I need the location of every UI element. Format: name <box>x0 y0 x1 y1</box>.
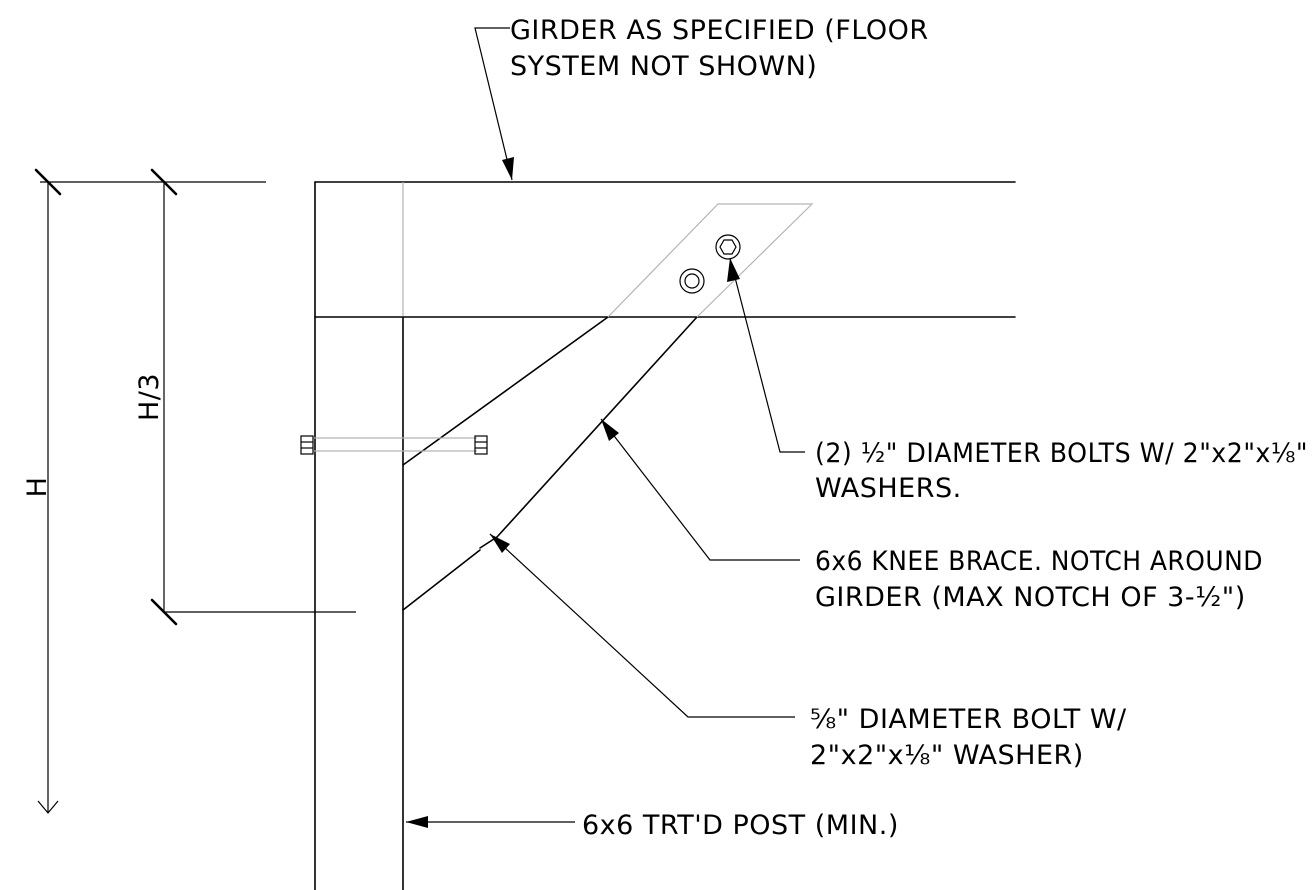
brace-upper-edge <box>402 316 609 466</box>
dimension-h: H <box>22 168 266 814</box>
bolt-circle-2 <box>679 268 705 294</box>
dim-h-tick <box>34 168 62 196</box>
brace-hidden-end <box>607 203 814 318</box>
leader-girder <box>474 27 513 181</box>
note-bolt58-line2: 2"x2"x⅛" WASHER) <box>810 740 1084 771</box>
brace-lower-edge-a <box>402 549 481 611</box>
bolt-inner-2 <box>684 273 700 289</box>
note-brace-line2: GIRDER (MAX NOTCH OF 3-½") <box>815 582 1246 613</box>
note-girder-line2: SYSTEM NOT SHOWN) <box>510 51 817 82</box>
girder <box>314 181 1016 318</box>
dimension-h-third: H/3 <box>134 168 356 626</box>
note-girder-line1: GIRDER AS SPECIFIED (FLOOR <box>510 15 929 46</box>
half-inch-bolts <box>679 234 741 294</box>
dim-h-arrow <box>37 800 59 814</box>
dim-h-label: H <box>22 477 53 498</box>
notes: GIRDER AS SPECIFIED (FLOOR SYSTEM NOT SH… <box>510 15 1308 841</box>
note-bolts-line2: WASHERS. <box>815 473 962 504</box>
leader-five-eighths-bolt <box>489 533 795 718</box>
note-post: 6x6 TRT'D POST (MIN.) <box>582 810 899 841</box>
bolt-hex-1 <box>719 239 737 255</box>
post <box>314 181 404 890</box>
leaders <box>406 27 805 828</box>
note-bolts-line1: (2) ½" DIAMETER BOLTS W/ 2"x2"x⅛" <box>815 438 1308 469</box>
note-bolt58-line1: ⅝" DIAMETER BOLT W/ <box>810 704 1127 735</box>
note-brace-line1: 6x6 KNEE BRACE. NOTCH AROUND <box>815 546 1263 577</box>
five-eighths-bolt <box>300 435 488 455</box>
dim-h3-label: H/3 <box>134 373 165 421</box>
leader-knee-brace <box>600 418 800 561</box>
leader-half-bolts <box>729 257 805 453</box>
knee-brace <box>402 203 814 611</box>
bolt-nut-left <box>300 435 314 455</box>
bolt-nut-right <box>474 435 488 455</box>
bolt-circle-1 <box>715 234 741 260</box>
dim-h3-tick-top <box>150 168 178 196</box>
brace-lower-edge-b <box>496 316 698 538</box>
